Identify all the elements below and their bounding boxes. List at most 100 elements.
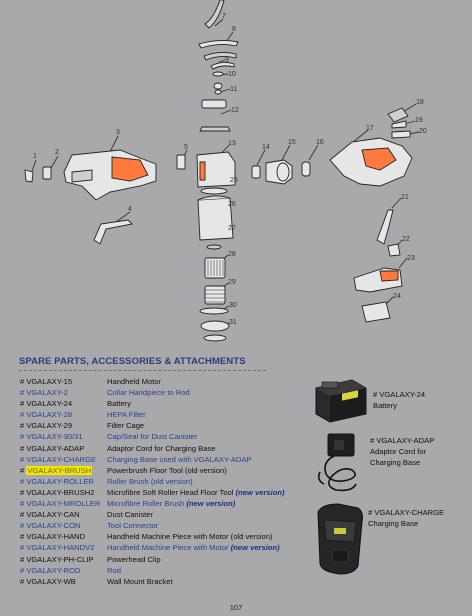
part-code: # VGALAXY-ADAP [20,443,85,453]
part-row: # VGALAXY-28 HEPA Filter [20,409,320,420]
callout-25: 25 [230,177,238,184]
battery-code: # VGALAXY-24 [373,390,426,399]
adaptor-name: Adaptor Cord for [370,447,427,456]
callout-19: 19 [415,117,423,124]
part-description: Cap/Seal for Dust Canister [107,432,198,442]
callout-22: 22 [402,236,410,243]
part-description: Dust Canister [107,510,154,520]
callout-18: 18 [416,99,424,106]
part-row: # VGALAXY-2 Collar Handpiece to Rod [20,387,320,398]
callout-30: 30 [229,302,237,309]
part-code: # VGALAXY-WB [20,576,76,586]
charging-base-name: Charging Base [368,519,419,528]
part-row: # VGALAXY-PH-CLIP Powerhead Clip [20,554,320,565]
part-description: Tool Connector [107,521,159,531]
callout-23: 23 [407,255,415,262]
part-code: # VGALAXY-ROLLER [20,476,95,486]
callout-10: 10 [228,71,236,78]
part-description-text: Microfibre Roller Brush [107,499,185,509]
callout-31: 31 [229,319,237,326]
part-row: # VGALAXY-15 Handheld Motor [20,376,320,387]
part-code: # VGALAXY-CHARGE [20,454,97,464]
part-code: # VGALAXY-MROLLER [20,499,101,509]
part-row: # VGALAXY-HAND Handheld Machine Piece wi… [20,531,320,542]
callout-28: 28 [228,251,236,258]
part-description: Handheld Machine Piece with Motor (old v… [107,532,273,542]
adaptor-label: # VGALAXY-ADAP Adaptor Cord for Charging… [370,435,434,468]
part-description: Handheld Machine Piece with Motor (new v… [107,542,280,553]
part-row: # VGALAXY-BRUSH Powerbrush Floor Tool (o… [20,465,320,476]
part-row: # VGALAXY-30/31 Cap/Seal for Dust Canist… [20,431,320,442]
callout-9: 9 [225,57,229,64]
part-row: # VGALAXY-HANDV2 Handheld Machine Piece … [20,542,320,553]
spare-parts-list: # VGALAXY-15 Handheld Motor # VGALAXY-2 … [20,376,320,587]
part-description: HEPA Filter [107,410,146,420]
part-description: Powerhead Clip [107,554,161,564]
part-code: # VGALAXY-HANDV2 [20,543,95,553]
part-description: Battery [107,399,132,409]
new-version-tag: (new version) [186,499,236,509]
part-row: # VGALAXY-CAN Dust Canister [20,509,320,520]
callout-24: 24 [393,293,401,300]
part-description: Wall Mount Bracket [107,576,173,586]
part-row: # VGALAXY-CHARGE Charging Base used with… [20,454,320,465]
callout-12: 12 [231,107,239,114]
part-code: # VGALAXY-HAND [20,532,86,542]
callout-27: 27 [228,225,236,232]
callout-5: 5 [184,144,188,151]
callout-17: 17 [366,125,374,132]
part-code: # VGALAXY-29 [20,421,73,431]
part-code: # VGALAXY-BRUSH [20,465,93,476]
part-row: # VGALAXY-24 Battery [20,398,320,409]
battery-photo [315,379,367,423]
battery-name: Battery [373,401,398,410]
part-row: # VGALAXY-ADAP Adaptor Cord for Charging… [20,443,320,454]
part-row: # VGALAXY-CON Tool Connector [20,520,320,531]
callout-21: 21 [401,194,409,201]
adaptor-name-line2: Charging Base [370,458,421,467]
adaptor-photo [317,433,357,492]
section-title: SPARE PARTS, ACCESSORIES & ATTACHMENTS [19,356,246,367]
part-code: # VGALAXY-24 [20,399,73,409]
part-description: Collar Handpiece to Rod [107,388,190,398]
part-description: Handheld Motor [107,377,162,386]
callout-26: 26 [228,201,236,208]
part-row: # VGALAXY-WB Wall Mount Bracket [20,576,320,587]
charging-base-photo [317,503,363,575]
charging-base-label: # VGALAXY-CHARGE Charging Base [368,507,444,529]
part-description: Microfibre Roller Brush (new version) [107,498,235,509]
part-row: # VGALAXY-ROD Rod [20,565,320,576]
callout-16: 16 [316,139,324,146]
section-divider [19,370,266,371]
callout-2: 2 [55,149,59,156]
callout-4: 4 [128,206,132,213]
callout-3: 3 [116,129,120,136]
page-number: 107 [229,603,243,612]
part-row: # VGALAXY-ROLLER Roller Brush (old versi… [20,476,320,487]
part-code: # VGALAXY-ROD [20,565,81,575]
part-code: # VGALAXY-PH-CLIP [20,554,94,564]
part-description-text: Handheld Machine Piece with Motor [107,543,229,553]
adaptor-code: # VGALAXY-ADAP [370,436,435,445]
part-code: # VGALAXY-28 [20,410,73,420]
new-version-tag: (new version) [235,487,285,497]
highlighted-part-code: VGALAXY-BRUSH [26,465,93,475]
part-code-prefix: # [20,465,27,475]
part-description: Microfibre Soft Roller Head Floor Tool (… [107,487,285,498]
charging-base-code: # VGALAXY-CHARGE [368,508,445,517]
callout-1: 1 [33,153,37,160]
part-code: # VGALAXY-2 [20,388,68,398]
part-code: # VGALAXY-BRUSH2 [20,487,95,497]
part-description: Adaptor Cord for Charging Base [107,443,216,453]
exploded-parts-diagram: 1 2 3 4 5 7 8 9 10 11 12 13 14 15 16 17 … [24,0,427,342]
part-row: # VGALAXY-29 Filter Cage [20,420,320,431]
part-description: Powerbrush Floor Tool (old version) [107,465,227,475]
callout-14: 14 [262,144,270,151]
part-row: # VGALAXY-BRUSH2 Microfibre Soft Roller … [20,487,320,498]
part-row: # VGALAXY-MROLLER Microfibre Roller Brus… [20,498,320,509]
callout-20: 20 [419,128,427,135]
part-description-text: Microfibre Soft Roller Head Floor Tool [107,487,234,497]
part-description: Roller Brush (old version) [107,476,193,486]
callout-11: 11 [230,86,237,93]
part-description: Charging Base used with VGALAXY-ADAP [107,454,252,464]
